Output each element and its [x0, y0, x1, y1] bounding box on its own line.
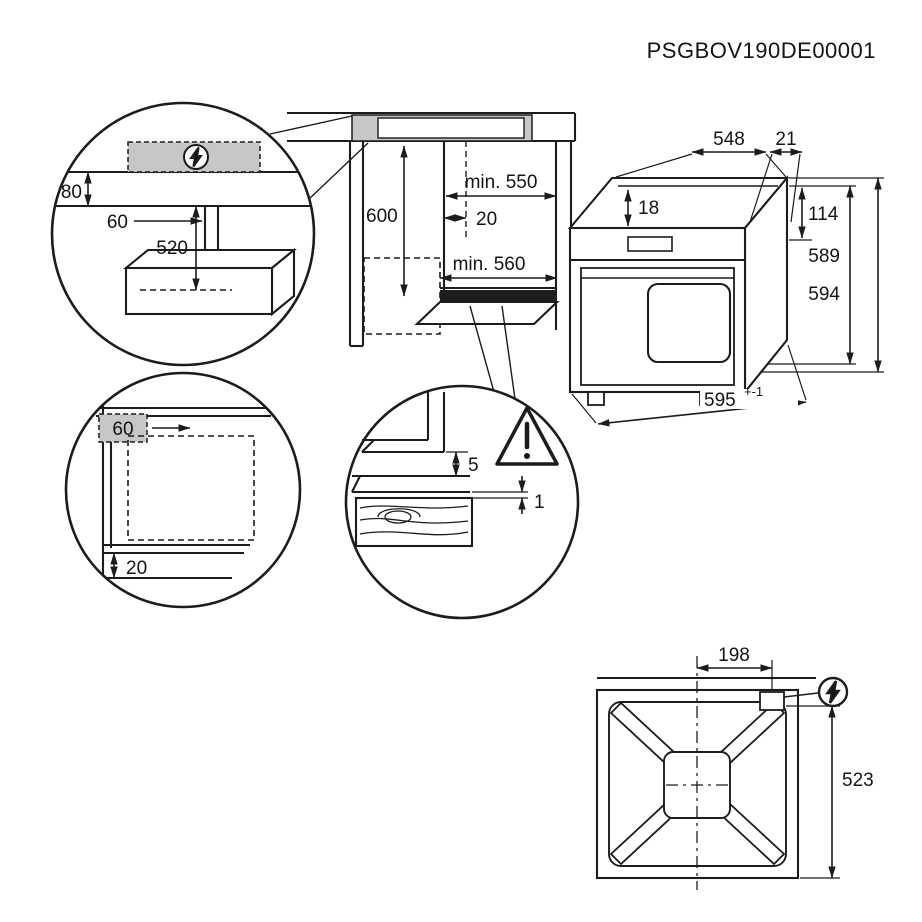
ventilation-strip	[440, 290, 557, 302]
dim-label-20-top-view: 20	[126, 558, 147, 579]
dim-label-548: 548	[713, 129, 745, 150]
oven-bottom-view: 198 523	[595, 645, 874, 890]
dim-label-600: 600	[366, 206, 398, 227]
appliance-outline	[127, 435, 255, 541]
dim-label-1: 1	[534, 492, 545, 513]
dim-label-589: 589	[808, 246, 840, 267]
dim-label-520: 520	[156, 238, 188, 259]
dim-label-min-550: min. 550	[465, 172, 538, 193]
dim-label-min-560: min. 560	[453, 254, 526, 275]
drawer-box	[124, 266, 274, 316]
oven-display	[627, 236, 673, 252]
oven-door-window	[646, 282, 732, 364]
dim-label-80: 80	[61, 182, 82, 203]
document-code: PSGBOV190DE00001	[647, 38, 876, 63]
detail-electrical-callout: 80 60 520	[50, 101, 316, 367]
oven-perspective	[567, 175, 790, 406]
dim-label-21: 21	[775, 129, 796, 150]
worktop-wood-section	[354, 496, 474, 548]
dim-label-594: 594	[808, 284, 840, 305]
cabinet-dimensions: 600 min. 550 20 min. 560	[366, 145, 558, 297]
dim-label-60-electrical: 60	[107, 212, 128, 233]
detail-clearance-callout: 5 1	[344, 384, 580, 620]
cabinet-elevation	[269, 111, 577, 400]
oven-dimensions: 548 21 18 114 589 594 595 +-1	[571, 129, 884, 427]
dim-label-5: 5	[468, 455, 479, 476]
wood-grain	[359, 505, 469, 536]
dim-label-595-tolerance: +-1	[744, 384, 763, 399]
dim-label-595: 595	[704, 390, 736, 411]
dim-label-523: 523	[842, 770, 874, 791]
dim-label-114: 114	[808, 204, 839, 225]
detail-top-view-callout: 60 20	[64, 371, 302, 609]
connection-box	[759, 691, 785, 711]
dim-label-18: 18	[638, 198, 659, 219]
dim-label-20-cabinet: 20	[476, 209, 497, 230]
dim-label-60-top-view: 60	[112, 419, 133, 440]
electrical-zone-top-view	[98, 413, 148, 443]
warning-triangle-icon	[495, 406, 559, 466]
oven-foot-left	[587, 391, 605, 406]
dim-label-198: 198	[718, 645, 750, 666]
